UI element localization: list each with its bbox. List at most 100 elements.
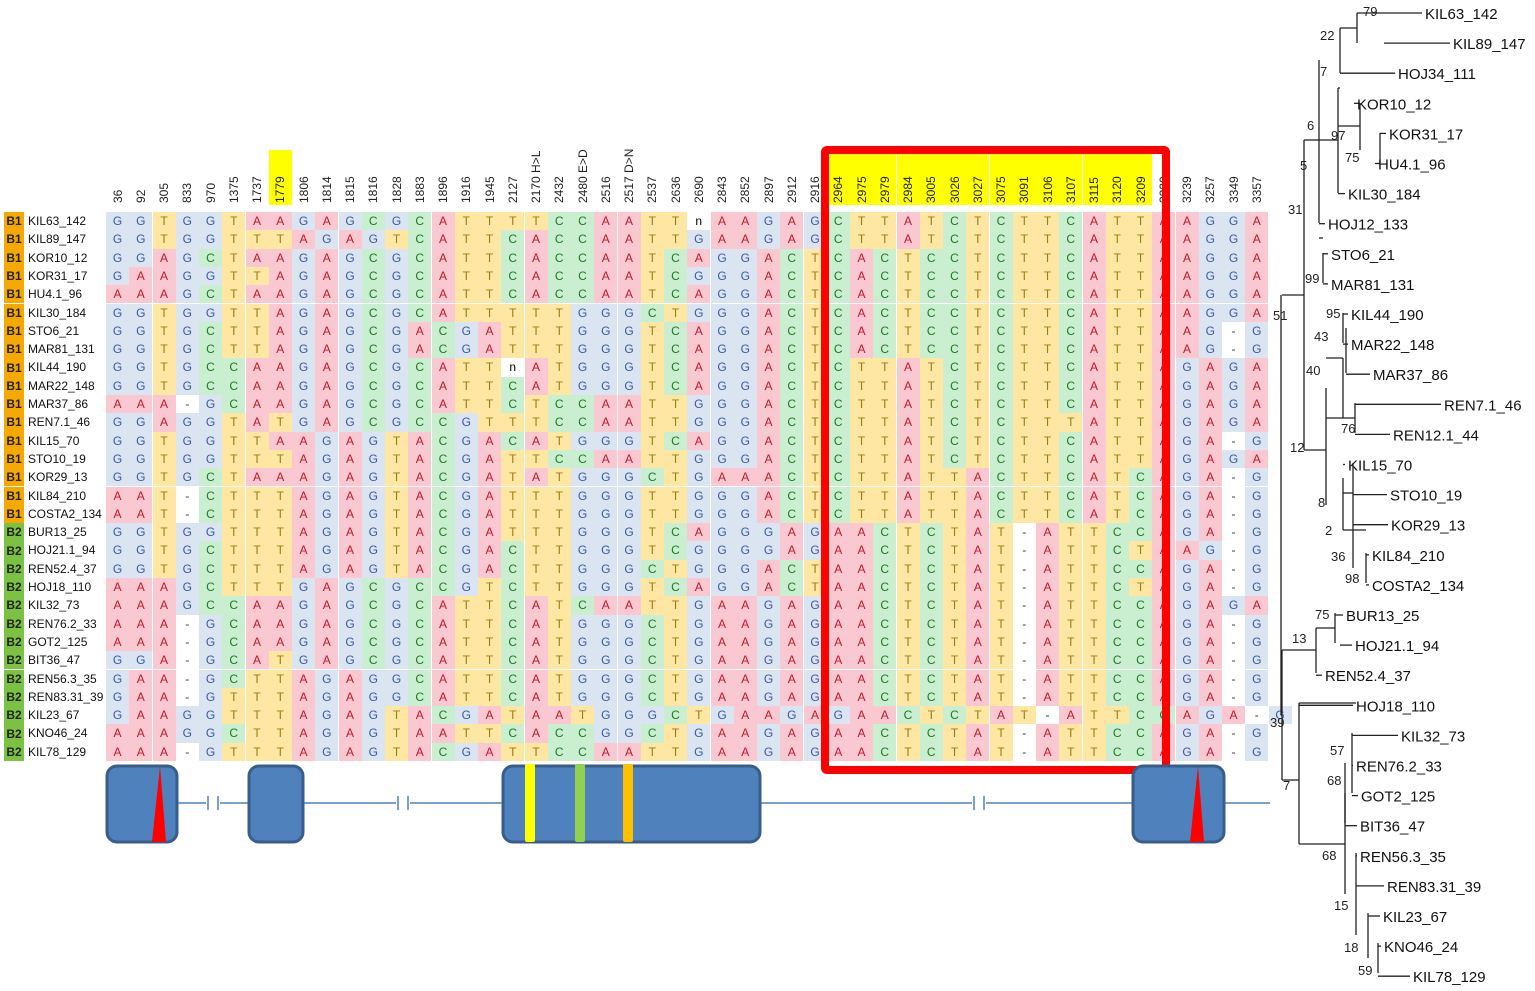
base-cell: C	[199, 541, 222, 560]
base-cell: A	[966, 523, 990, 542]
base-cell: A	[292, 541, 315, 560]
column-position-label: 833	[180, 182, 195, 203]
base-cell: C	[571, 742, 594, 761]
base-cell: A	[431, 632, 455, 652]
base-cell: G	[454, 449, 478, 469]
tree-leaf-label: KOR29_13	[1391, 518, 1465, 535]
base-cell: A	[478, 468, 501, 487]
base-cell: T	[1082, 541, 1106, 560]
base-cell: T	[1059, 559, 1083, 578]
base-cell: G	[1198, 340, 1222, 359]
base-cell: T	[989, 559, 1013, 578]
base-cell: C	[826, 340, 850, 359]
base-cell: G	[338, 596, 362, 615]
base-cell: T	[501, 706, 525, 725]
base-cell: A	[245, 614, 269, 633]
base-cell: T	[896, 632, 920, 652]
base-cell: A	[780, 742, 804, 761]
base-cell: G	[454, 523, 478, 542]
red-triangle-marker	[152, 766, 166, 842]
base-cell: C	[431, 321, 455, 341]
base-cell: C	[664, 248, 687, 267]
base-cell: A	[524, 285, 548, 304]
base-cell: T	[873, 449, 897, 469]
base-cell: A	[338, 559, 362, 578]
base-cell: G	[1222, 212, 1245, 231]
base-cell: G	[315, 523, 339, 542]
base-cell: C	[1059, 504, 1083, 524]
base-cell: A	[478, 541, 501, 560]
base-cell: C	[501, 651, 525, 670]
base-cell: T	[1105, 321, 1129, 341]
base-cell: A	[850, 523, 873, 542]
base-cell: T	[664, 687, 687, 707]
base-cell: C	[501, 376, 525, 395]
base-cell: C	[826, 266, 850, 286]
base-cell: A	[896, 468, 920, 487]
base-cell: T	[1105, 468, 1129, 487]
base-cell: T	[478, 669, 501, 688]
base-cell: A	[152, 266, 176, 286]
base-cell: T	[640, 358, 664, 377]
base-cell: G	[361, 706, 385, 725]
base-cell: G	[803, 632, 827, 652]
base-cell: C	[547, 285, 571, 304]
base-cell: A	[408, 742, 432, 761]
base-cell: A	[292, 559, 315, 578]
base-cell: C	[1059, 486, 1083, 505]
base-cell: A	[780, 230, 804, 249]
base-cell: A	[1198, 742, 1222, 761]
column-position-label: 2964	[831, 176, 846, 203]
base-cell: -	[1222, 724, 1245, 743]
base-cell: A	[850, 706, 873, 725]
base-cell: G	[710, 266, 734, 286]
base-cell: T	[1129, 230, 1152, 249]
base-cell: C	[1105, 559, 1129, 578]
base-cell: A	[617, 413, 641, 432]
base-cell: A	[1082, 376, 1106, 395]
base-cell: C	[408, 395, 432, 414]
base-cell: G	[710, 395, 734, 414]
base-cell: C	[919, 651, 943, 670]
base-cell: G	[733, 321, 757, 341]
base-cell: C	[501, 230, 525, 249]
base-cell: A	[826, 523, 850, 542]
base-cell: G	[617, 303, 641, 322]
group-badge: B1	[4, 248, 24, 267]
base-cell: G	[571, 340, 594, 359]
base-cell: T	[501, 468, 525, 487]
base-cell: A	[129, 742, 153, 761]
base-cell: C	[780, 285, 804, 304]
column-position-label: 2517 D>N	[622, 148, 636, 203]
base-cell: A	[594, 285, 618, 304]
base-cell: G	[129, 376, 153, 395]
column-position-label: 3026	[947, 176, 962, 203]
base-cell: G	[454, 340, 478, 359]
tree-leaf-label: KIL89_147	[1453, 36, 1526, 53]
base-cell: G	[129, 230, 153, 249]
base-cell: C	[989, 449, 1013, 469]
base-cell: G	[617, 486, 641, 505]
base-cell: T	[989, 523, 1013, 542]
base-cell: G	[571, 376, 594, 395]
base-cell: A	[780, 596, 804, 615]
base-cell: C	[431, 578, 455, 597]
base-cell: G	[617, 321, 641, 341]
sample-name: HOJ21.1_94	[28, 543, 96, 558]
base-cell: T	[222, 321, 246, 341]
base-cell: C	[1059, 248, 1083, 267]
base-cell: T	[454, 303, 478, 322]
base-cell: T	[1105, 248, 1129, 267]
base-cell: C	[1059, 321, 1083, 341]
base-cell: G	[106, 669, 129, 688]
base-cell: G	[106, 230, 129, 249]
base-cell: T	[687, 706, 711, 725]
base-cell: A	[873, 706, 897, 725]
base-cell: C	[408, 212, 432, 231]
base-cell: T	[989, 632, 1013, 652]
column-position-label: 2537	[645, 176, 660, 203]
base-cell: C	[896, 706, 920, 725]
base-cell: T	[268, 559, 292, 578]
base-cell: A	[268, 321, 292, 341]
base-cell: G	[292, 340, 315, 359]
